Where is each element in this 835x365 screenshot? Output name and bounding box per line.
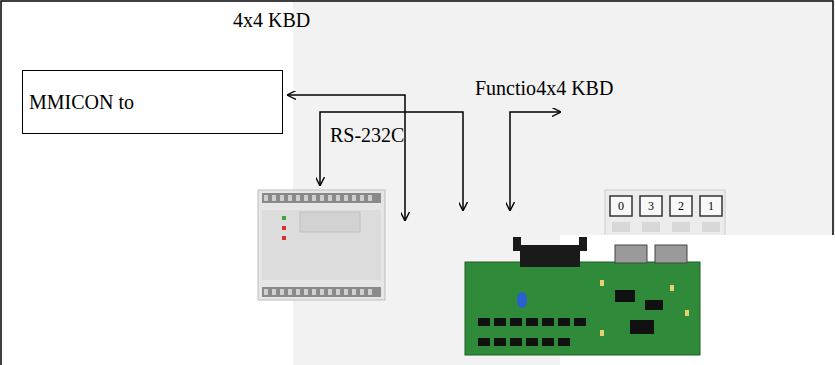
key-legend: 0: [610, 198, 632, 214]
key-legend: 3: [640, 198, 662, 214]
pcb-picture: [465, 235, 835, 365]
box-label: MMICON to: [29, 90, 282, 114]
signal-label: RS-232C: [330, 123, 404, 147]
signal-label: Functio: [475, 76, 536, 100]
signal-arrow: [510, 112, 560, 210]
signal-label: 4x4 KBD: [233, 8, 310, 32]
key-legend: 2: [670, 198, 692, 214]
grey-panel: [293, 1, 835, 365]
signal-label: 4x4 KBD: [536, 76, 613, 100]
key-legend: 1: [700, 198, 722, 214]
plc-picture: [258, 190, 385, 300]
keypad-picture: [605, 190, 725, 236]
device-box: MMICON to: [22, 70, 283, 134]
